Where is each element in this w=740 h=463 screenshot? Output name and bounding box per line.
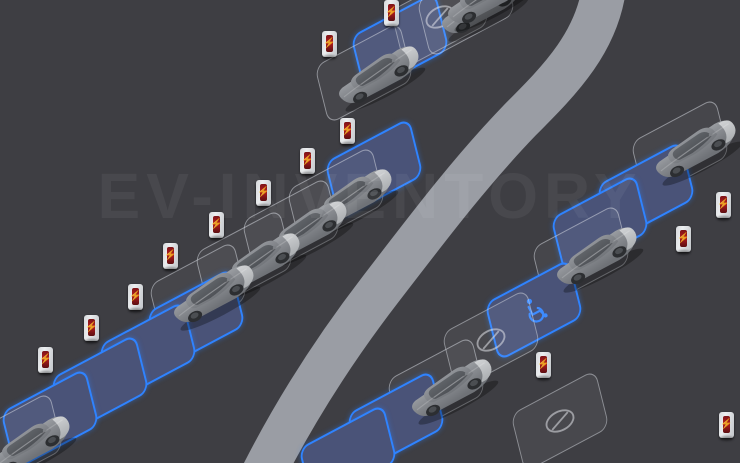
ev-charger-icon[interactable]: ⚡	[84, 315, 99, 344]
charger-screen: ⚡	[341, 122, 354, 139]
bolt-icon: ⚡	[385, 6, 398, 18]
charger-base	[341, 142, 354, 147]
bolt-icon: ⚡	[717, 198, 730, 210]
charger-base	[323, 55, 336, 60]
ev-charger-icon[interactable]: ⚡	[716, 192, 731, 221]
ev-charger-icon[interactable]: ⚡	[38, 347, 53, 376]
ev-charger-icon[interactable]: ⚡	[340, 118, 355, 147]
charger-base	[537, 376, 550, 381]
bolt-icon: ⚡	[323, 37, 336, 49]
charger-screen: ⚡	[323, 35, 336, 52]
charger-base	[257, 204, 270, 209]
charger-screen: ⚡	[385, 4, 398, 21]
ev-charger-icon[interactable]: ⚡	[256, 180, 271, 209]
ev-charger-icon[interactable]: ⚡	[128, 284, 143, 313]
bolt-icon: ⚡	[257, 186, 270, 198]
bolt-icon: ⚡	[210, 218, 223, 230]
charger-screen: ⚡	[720, 416, 733, 433]
bolt-icon: ⚡	[39, 353, 52, 365]
ev-charger-icon[interactable]: ⚡	[300, 148, 315, 177]
bolt-icon: ⚡	[85, 321, 98, 333]
bolt-icon: ⚡	[341, 124, 354, 136]
charger-base	[717, 216, 730, 221]
bolt-icon: ⚡	[537, 358, 550, 370]
charger-screen: ⚡	[129, 288, 142, 305]
charger-screen: ⚡	[164, 247, 177, 264]
charger-screen: ⚡	[39, 351, 52, 368]
bolt-icon: ⚡	[164, 249, 177, 261]
ev-charger-icon[interactable]: ⚡	[322, 31, 337, 60]
ev-charger-icon[interactable]: ⚡	[163, 243, 178, 272]
ev-charger-icon[interactable]: ⚡	[209, 212, 224, 241]
charger-base	[164, 267, 177, 272]
charger-base	[129, 308, 142, 313]
bolt-icon: ⚡	[720, 418, 733, 430]
charger-screen: ⚡	[85, 319, 98, 336]
charger-base	[39, 371, 52, 376]
charger-screen: ⚡	[301, 152, 314, 169]
bolt-icon: ⚡	[677, 232, 690, 244]
ev-charger-icon[interactable]: ⚡	[536, 352, 551, 381]
charger-screen: ⚡	[210, 216, 223, 233]
charger-base	[85, 339, 98, 344]
charger-base	[677, 250, 690, 255]
ev-charger-icon[interactable]: ⚡	[719, 412, 734, 441]
charger-screen: ⚡	[537, 356, 550, 373]
bolt-icon: ⚡	[301, 154, 314, 166]
charger-base	[301, 172, 314, 177]
charger-base	[720, 436, 733, 441]
ev-charger-icon[interactable]: ⚡	[676, 226, 691, 255]
charger-screen: ⚡	[677, 230, 690, 247]
ev-charger-icon[interactable]: ⚡	[384, 0, 399, 29]
charger-screen: ⚡	[717, 196, 730, 213]
charger-base	[385, 24, 398, 29]
charger-screen: ⚡	[257, 184, 270, 201]
bolt-icon: ⚡	[129, 290, 142, 302]
charger-base	[210, 236, 223, 241]
